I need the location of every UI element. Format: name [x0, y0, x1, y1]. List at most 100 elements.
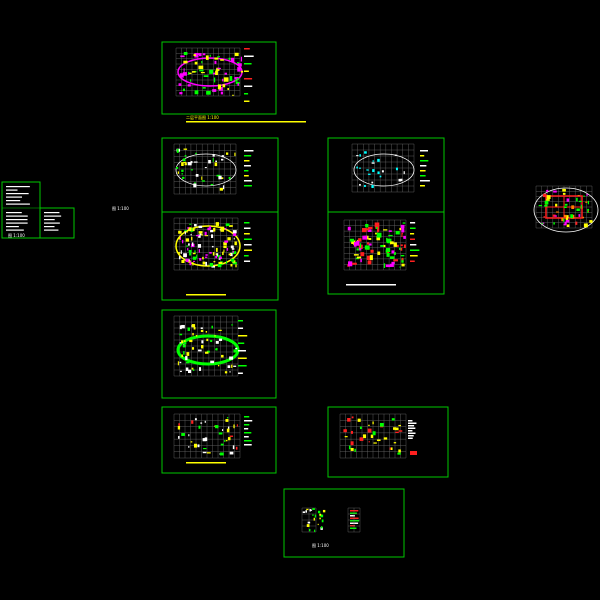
building-outline [175, 153, 237, 187]
caption-line [346, 284, 396, 286]
plan-element [319, 513, 322, 516]
plan-element [233, 365, 237, 367]
plan-element [359, 247, 362, 251]
plan-element [210, 339, 213, 343]
plan-element [237, 63, 242, 67]
plan-element [564, 203, 568, 206]
plan-element [353, 254, 359, 256]
plan-element [222, 429, 224, 432]
plan-element [234, 77, 239, 80]
text-line [6, 212, 22, 214]
text-line [6, 203, 30, 205]
plan-element [403, 235, 406, 239]
plan-element [576, 208, 580, 212]
plan-element [178, 435, 180, 439]
plan-element [179, 370, 182, 372]
legend-mark [238, 320, 243, 322]
plan-element [184, 230, 187, 232]
plan-element [538, 204, 543, 207]
plan-element [386, 252, 390, 257]
plan-element [365, 223, 369, 228]
plan-element [312, 508, 315, 510]
legend-mark [244, 70, 249, 72]
plan-element [193, 54, 196, 57]
plan-element [202, 261, 206, 265]
plan-element [219, 187, 224, 191]
plan-element [233, 424, 235, 429]
plan-element [366, 169, 369, 171]
plan-element [552, 214, 556, 217]
plan-element [219, 452, 224, 456]
plan-element [364, 184, 366, 188]
text-line [6, 186, 30, 188]
plan-element [212, 252, 215, 256]
plan-element [235, 347, 238, 350]
plan-element [229, 371, 231, 373]
plan-element [192, 256, 197, 260]
plan-element [356, 256, 362, 259]
plan-element [302, 511, 306, 514]
plan-element [236, 78, 239, 80]
plan-element [201, 176, 203, 180]
legend-mark [238, 342, 245, 344]
plan-element [403, 171, 405, 175]
legend-mark [244, 432, 252, 434]
plan-element [187, 162, 192, 166]
plan-element [393, 242, 397, 247]
plan-element [224, 440, 226, 442]
plan-element [314, 514, 317, 518]
plan-element [190, 228, 194, 232]
plan-element [566, 215, 569, 219]
legend-mark [238, 357, 247, 359]
plan-element [178, 83, 182, 86]
legend-mark [244, 238, 252, 240]
plan-element [394, 154, 397, 156]
plan-element [194, 418, 197, 421]
plan-element [313, 517, 315, 521]
legend-swatch [410, 451, 417, 455]
legend-mark [244, 150, 254, 152]
plan-element [357, 418, 361, 422]
legend-mark [244, 48, 250, 50]
plan-element [204, 231, 207, 236]
legend-mark [238, 372, 243, 374]
plan-element [368, 243, 372, 246]
plan-element [222, 84, 226, 88]
plan-element [367, 428, 372, 433]
plan-element [368, 238, 372, 240]
plan-element [220, 443, 224, 446]
plan-element [196, 234, 200, 237]
plan-element [350, 441, 354, 446]
text-line [44, 222, 60, 224]
plan-element [566, 198, 570, 202]
plan-element [235, 264, 237, 268]
plan-element [198, 231, 203, 234]
scale-label-left: 图 1:100 [112, 206, 129, 211]
legend-mark [350, 527, 357, 529]
plan-element [391, 261, 395, 265]
plan-element [234, 241, 237, 246]
plan-element [201, 340, 204, 344]
plan-element [362, 434, 365, 437]
plan-element [582, 216, 585, 219]
plan-element [202, 451, 207, 454]
plan-element [218, 175, 222, 180]
legend-mark [350, 515, 355, 517]
plan-element [232, 261, 237, 265]
plan-element [373, 442, 377, 444]
plan-element [360, 258, 362, 263]
plan-element [546, 195, 551, 199]
plan-element [364, 151, 367, 154]
legend-mark [350, 520, 360, 522]
text-line [6, 196, 22, 198]
plan-element [351, 240, 356, 244]
plan-element [189, 261, 192, 266]
plan-element [225, 440, 228, 442]
plan-element [393, 427, 397, 430]
plan-element [227, 237, 231, 241]
plan-element [225, 223, 230, 227]
sheet-bottom [283, 488, 405, 558]
plan-element [220, 91, 223, 95]
plan-element [544, 200, 549, 205]
plan-element [195, 152, 197, 155]
